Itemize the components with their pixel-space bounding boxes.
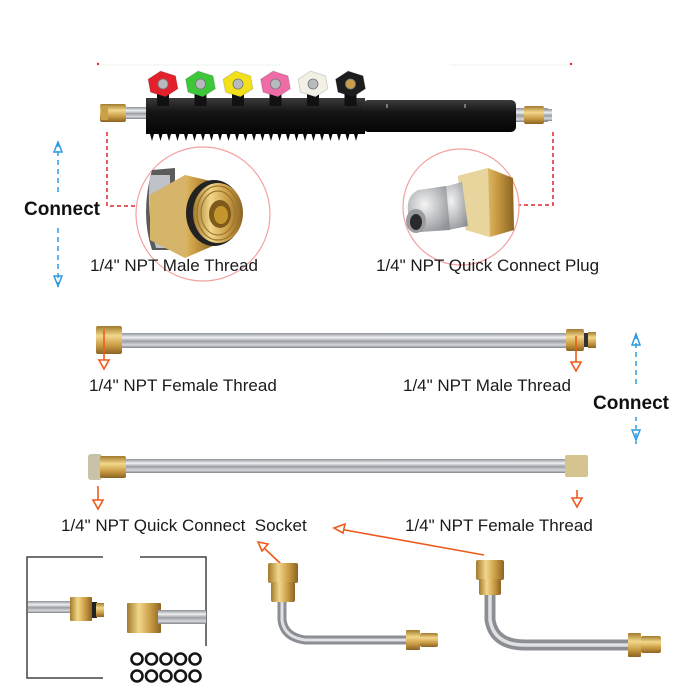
ext2-socket-collar bbox=[88, 454, 102, 480]
bent-wand-small bbox=[268, 563, 438, 650]
nozzle-green bbox=[185, 70, 216, 106]
o-rings bbox=[130, 652, 202, 683]
ext1-pointer-arrows bbox=[97, 330, 583, 373]
label-wand-male-thread: 1/4" NPT Male Thread bbox=[90, 256, 258, 275]
o-ring bbox=[173, 669, 188, 683]
ext2-female-fitting bbox=[565, 455, 588, 477]
zoom-circle-male-thread bbox=[135, 146, 271, 282]
extension-wand-1 bbox=[96, 326, 596, 354]
connect-label-left: Connect bbox=[24, 199, 100, 220]
nozzle-red bbox=[147, 70, 179, 106]
label-ext2-female-thread: 1/4" NPT Female Thread bbox=[405, 516, 593, 535]
nozzle-pink bbox=[260, 70, 291, 106]
ext2-pointer-arrows bbox=[91, 486, 584, 566]
o-ring bbox=[188, 669, 202, 683]
bent-wand-large bbox=[476, 560, 661, 657]
o-ring bbox=[188, 652, 202, 666]
connect-arrow-left bbox=[52, 139, 64, 289]
o-ring bbox=[144, 652, 159, 666]
holder-teeth bbox=[150, 134, 358, 141]
o-ring bbox=[130, 669, 144, 683]
zoom-circle-quick-plug bbox=[402, 148, 520, 266]
o-ring bbox=[159, 652, 173, 666]
o-ring bbox=[144, 669, 159, 683]
ext2-socket-body bbox=[100, 456, 126, 478]
nozzle-black bbox=[335, 70, 366, 106]
nozzle-wand bbox=[100, 70, 552, 141]
label-ext2-quick-socket: 1/4" NPT Quick Connect Socket bbox=[61, 516, 307, 535]
wand-handle bbox=[363, 100, 516, 132]
nozzle-caps bbox=[147, 70, 366, 106]
nozzle-yellow bbox=[222, 70, 254, 106]
label-ext1-female-thread: 1/4" NPT Female Thread bbox=[89, 376, 277, 395]
connect-label-right: Connect bbox=[593, 393, 669, 414]
label-ext1-male-thread: 1/4" NPT Male Thread bbox=[403, 376, 571, 395]
wand-plug-fitting bbox=[524, 106, 544, 124]
connect-arrow-right bbox=[630, 331, 642, 444]
ext1-male-fitting bbox=[566, 329, 584, 351]
inset-fittings-box bbox=[26, 556, 207, 683]
extension-wand-2 bbox=[88, 454, 588, 480]
ext1-female-fitting bbox=[96, 326, 122, 354]
red-dashed-connectors bbox=[106, 132, 554, 207]
o-ring bbox=[130, 652, 144, 666]
o-ring bbox=[173, 652, 188, 666]
o-ring bbox=[159, 669, 173, 683]
top-guide-lines bbox=[96, 62, 573, 66]
nozzle-white bbox=[297, 70, 329, 106]
label-wand-quick-plug: 1/4" NPT Quick Connect Plug bbox=[376, 256, 600, 275]
